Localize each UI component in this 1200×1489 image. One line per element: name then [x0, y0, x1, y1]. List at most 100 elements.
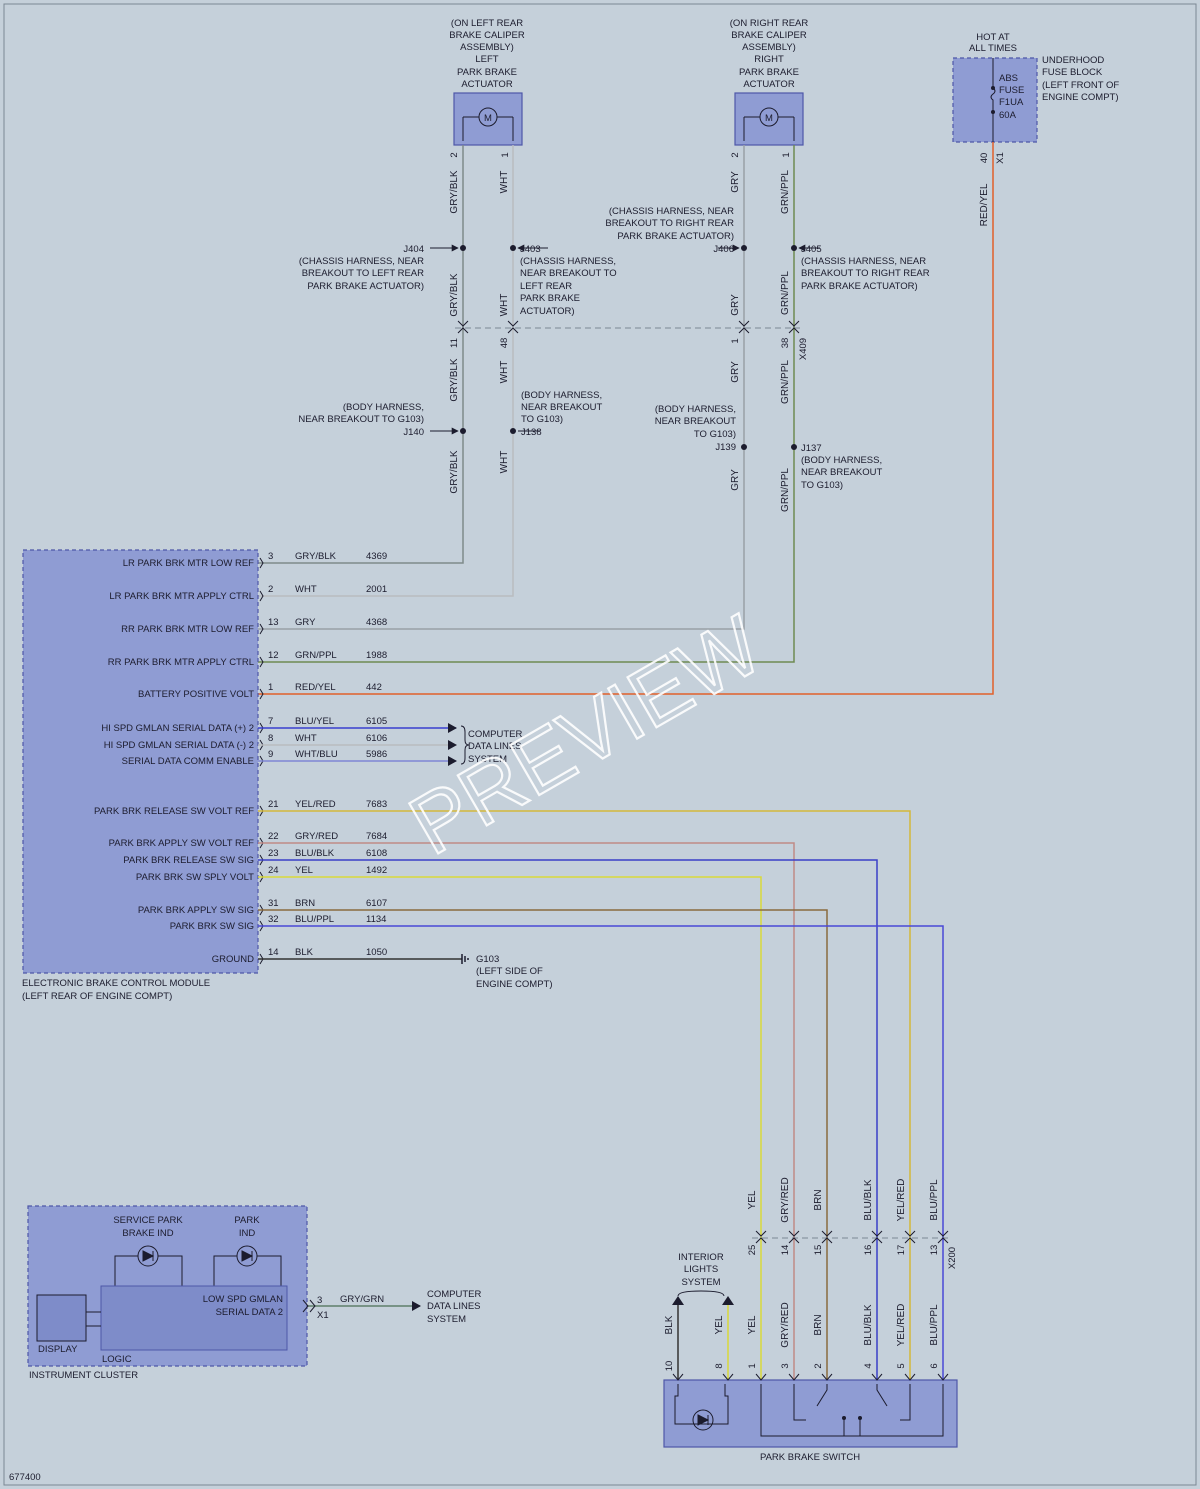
wire-yel [258, 876, 762, 1380]
fuse-label-1: ABS [999, 73, 1018, 84]
ebcm-pin-wire: GRY [295, 617, 316, 628]
j403-line-4: PARK BRAKE [520, 293, 580, 304]
ebcm-pin-name: SERIAL DATA COMM ENABLE [122, 756, 254, 767]
x200-pin-wire: YEL [747, 1190, 758, 1209]
left-actuator-pin-1: 1 [500, 152, 511, 157]
ebcm-pin-number: 22 [268, 831, 279, 842]
ebcm-pin-circuit: 442 [366, 682, 382, 693]
x200-pin-wire: BRN [813, 1189, 824, 1210]
j403-name: J403 [520, 244, 541, 255]
splice-j137 [791, 444, 797, 450]
ebcm-pin-name: BATTERY POSITIVE VOLT [138, 689, 254, 700]
interior-lights-1: INTERIOR [678, 1252, 724, 1263]
x200-label: X200 [947, 1247, 958, 1269]
cluster-logic-box [100, 1285, 288, 1351]
ebcm-pin-name: PARK BRK APPLY SW SIG [138, 905, 254, 916]
ebcm-pin-circuit: 2001 [366, 584, 387, 595]
wire-label-wht-3: WHT [499, 361, 510, 384]
left-actuator-label-6: ACTUATOR [461, 79, 513, 90]
cluster-serial-1: LOW SPD GMLAN [203, 1294, 283, 1305]
ebcm-pin-circuit: 1134 [366, 914, 386, 925]
right-actuator-pin-2: 2 [730, 152, 741, 157]
ebcm-pin-circuit: 4368 [366, 617, 387, 628]
right-actuator-label-2: BRAKE CALIPER [731, 30, 807, 41]
instrument-cluster: SERVICE PARK BRAKE IND PARK IND LOGIC DI… [27, 1205, 482, 1381]
ebcm-pin-number: 3 [268, 551, 273, 562]
j405-line-2: BREAKOUT TO RIGHT REAR [801, 268, 930, 279]
ebcm-pin-wire: BLU/PPL [295, 914, 334, 925]
ebcm-pin-number: 24 [268, 865, 279, 876]
left-actuator-label-1: (ON LEFT REAR [451, 18, 523, 29]
switch-pin-number: 6 [929, 1363, 940, 1368]
computer-data-lines-1: COMPUTER [468, 729, 523, 740]
j406-line-3: PARK BRAKE ACTUATOR) [617, 231, 734, 242]
j404-name: J404 [403, 244, 424, 255]
computer-data-lines-3: SYSTEM [468, 754, 507, 765]
ground-icon [461, 954, 469, 964]
fuse-wire-label: RED/YEL [979, 183, 990, 226]
ebcm-pin-name: HI SPD GMLAN SERIAL DATA (+) 2 [101, 723, 254, 734]
wire-label-wht-2: WHT [499, 294, 510, 317]
wire-label-wht-4: WHT [499, 451, 510, 474]
right-actuator-pin-1: 1 [781, 152, 792, 157]
splice-j140 [460, 428, 466, 434]
wire-label-grn-ppl-2: GRN/PPL [780, 271, 791, 315]
right-actuator-label-4: RIGHT [754, 54, 784, 65]
right-actuator-label-6: ACTUATOR [743, 79, 795, 90]
ebcm-name-2: (LEFT REAR OF ENGINE COMPT) [22, 991, 172, 1002]
switch-pin-wire: BLK [664, 1315, 675, 1334]
cluster-display-box [36, 1294, 87, 1342]
x200-pin-number: 17 [896, 1245, 907, 1256]
actuator-harness-wires: GRY/BLK WHT GRY GRN/PPL GRY/BLK WHT GRY … [258, 142, 994, 695]
wire-label-grn-ppl-3: GRN/PPL [780, 360, 791, 404]
ebcm-pin-number: 1 [268, 682, 273, 693]
ebcm-pin-wire: BLU/YEL [295, 716, 334, 727]
j403-line-2: NEAR BREAKOUT TO [520, 268, 617, 279]
park-brake-switch-name: PARK BRAKE SWITCH [760, 1452, 860, 1463]
right-actuator-label-5: PARK BRAKE [739, 67, 799, 78]
x409-pin-11: 11 [449, 338, 460, 348]
ebcm-serial-data-outputs: COMPUTER DATA LINES SYSTEM [258, 723, 523, 766]
wire-label-grn-ppl-4: GRN/PPL [780, 468, 791, 512]
ebcm-pin-circuit: 6106 [366, 733, 387, 744]
j140-name: J140 [403, 427, 424, 438]
ebcm-pin-name: PARK BRK RELEASE SW SIG [123, 855, 254, 866]
wire-red-yel [258, 142, 994, 695]
ebcm-pin-circuit: 6107 [366, 898, 387, 909]
ebcm-pin-name: PARK BRK SW SPLY VOLT [136, 872, 254, 883]
x200-pin-wire: YEL/RED [896, 1179, 907, 1222]
interior-lights-2: LIGHTS [684, 1264, 718, 1275]
ebcm-pin-wire: BLK [295, 947, 314, 958]
ground-line-2: ENGINE COMPT) [476, 979, 553, 990]
underhood-fuse-block: HOT AT ALL TIMES ABS FUSE F1UA 60A UNDER… [952, 32, 1119, 226]
x409-label: X409 [798, 338, 809, 360]
splice-j406 [741, 245, 747, 251]
fuse-block-location-1: UNDERHOOD [1042, 55, 1104, 66]
j404-line-3: PARK BRAKE ACTUATOR) [307, 281, 424, 292]
switch-pin-number: 3 [780, 1363, 791, 1368]
j403-line-1: (CHASSIS HARNESS, [520, 256, 616, 267]
x409-pin-38: 38 [780, 338, 791, 349]
j139-line-1: (BODY HARNESS, [655, 404, 736, 415]
ground-line-1: (LEFT SIDE OF [476, 966, 543, 977]
hot-at-label-2: ALL TIMES [969, 43, 1017, 54]
ebcm-pin-name: GROUND [212, 954, 254, 965]
j137-line-3: TO G103) [801, 480, 843, 491]
switch-circuit-wires [258, 810, 944, 1380]
park-brake-switch: 10BLK8YEL1YEL3GRY/RED2BRN4BLU/BLK5YEL/RE… [663, 1302, 958, 1463]
ebcm-pin-wire: GRY/RED [295, 831, 338, 842]
j403-line-3: LEFT REAR [520, 281, 572, 292]
fuse-block-box [952, 57, 1038, 143]
fuse-label-3: F1UA [999, 97, 1024, 108]
ebcm-pin-wire: BRN [295, 898, 315, 909]
wire-label-grn-ppl-1: GRN/PPL [780, 170, 791, 214]
fuse-block-connector: X1 [995, 152, 1006, 164]
j138-line-3: TO G103) [521, 414, 563, 425]
switch-led-icon [692, 1409, 714, 1431]
ebcm-pin-circuit: 1492 [366, 865, 387, 876]
cluster-pin: 3 [317, 1295, 322, 1306]
switch-pin-number: 4 [863, 1363, 874, 1368]
